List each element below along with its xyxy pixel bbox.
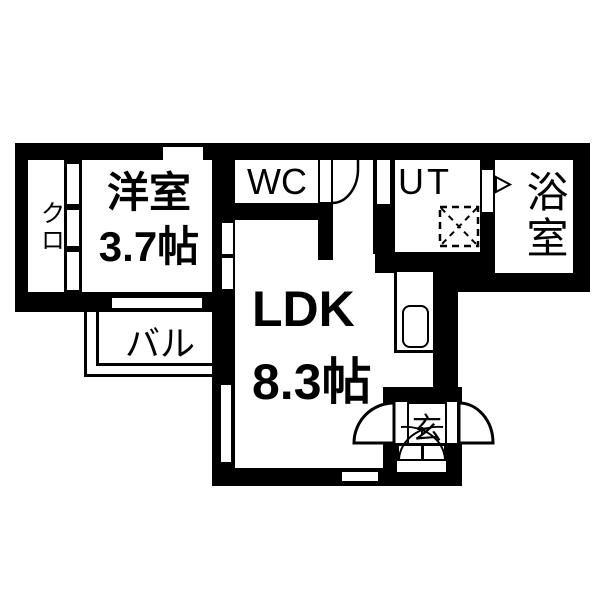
ldk-label: LDK [252, 281, 355, 337]
balcony-label: バル [124, 325, 195, 364]
entrance-step-1 [399, 446, 421, 459]
balcony-outer-line-bottom [84, 374, 223, 377]
western-room-label: 洋室 3.7帖 [84, 166, 214, 274]
utility-label: UT [398, 161, 452, 202]
kitchen-sink [402, 305, 429, 348]
bath-door-triangle-icon [495, 175, 513, 194]
western-room-size: 3.7帖 [98, 223, 200, 270]
western-ldk-sliding-door-2 [222, 258, 233, 289]
wall-bath-bottom [457, 273, 590, 292]
ut-door-opening [377, 160, 390, 204]
wc-door-arc [332, 158, 360, 205]
wall-right-outer [573, 143, 590, 292]
window-top [163, 147, 203, 160]
entrance-crossed-arc-1 [398, 425, 444, 460]
entrance-right-arc [457, 401, 495, 445]
wc-label: WC [247, 161, 307, 202]
closet-sliding-door-2 [67, 210, 79, 246]
wc-door-leaf [318, 158, 333, 204]
closet-sliding-door-3 [67, 252, 79, 290]
window-ldk-bottom [342, 472, 378, 481]
window-balcony [112, 298, 202, 308]
entrance-crossed-arc-2 [400, 425, 446, 460]
bathroom-label: 浴室 [521, 170, 568, 262]
window-ldk-left [221, 385, 231, 462]
wall-wc-bottom [212, 203, 320, 220]
washing-machine-cross [440, 207, 478, 246]
wall-ldk-bottom [212, 468, 462, 486]
entrance-jamb-right [447, 402, 457, 443]
closet-label: クロ [37, 200, 65, 254]
balcony-outer-line-left [84, 310, 87, 377]
wall-left-outer [15, 143, 28, 312]
entrance-hall-box [407, 402, 447, 445]
ldk-size: 8.3帖 [252, 354, 372, 410]
entrance-label: 玄 [412, 413, 442, 446]
entrance-left-arc [352, 401, 396, 445]
entrance-step-2 [424, 446, 444, 459]
entrance-step-3 [397, 461, 446, 472]
western-ldk-sliding-door-1 [222, 223, 233, 254]
wall-kitchen [433, 252, 458, 402]
closet-sliding-door-1 [67, 164, 79, 204]
bath-door-opening [482, 170, 493, 212]
western-room-name: 洋室 [106, 169, 191, 216]
wall-top [15, 143, 590, 160]
entrance-jamb-left [395, 402, 407, 443]
wall-nook-stub [318, 203, 333, 260]
